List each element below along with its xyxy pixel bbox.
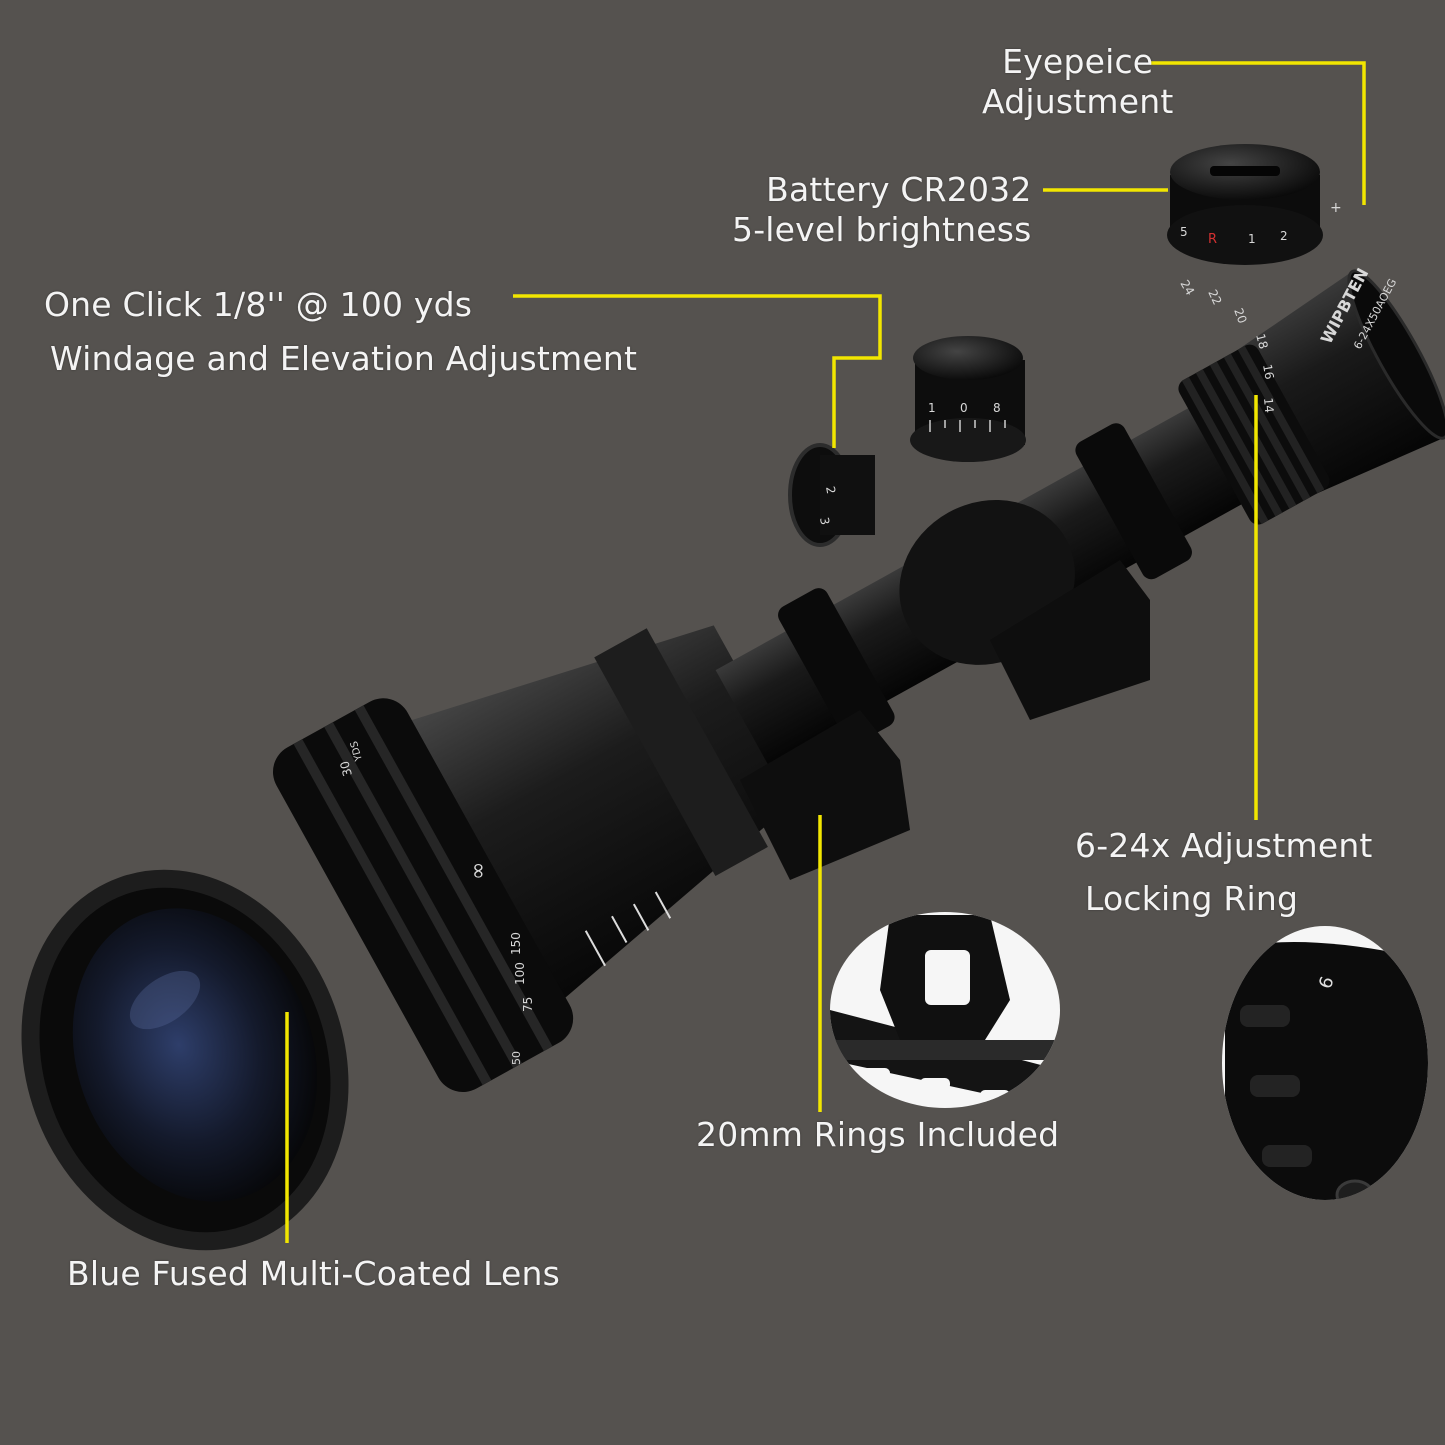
- side-turret-mark-1: 2: [823, 485, 838, 495]
- turret-mark-3: 8: [993, 401, 1001, 415]
- magnification-mark-2: 22: [1205, 287, 1224, 307]
- ring-mounts: [740, 560, 1150, 880]
- eyepiece-label-line2: Adjustment: [982, 81, 1174, 121]
- rings-label: 20mm Rings Included: [696, 1115, 1060, 1154]
- lens-label: Blue Fused Multi-Coated Lens: [67, 1254, 561, 1293]
- turret-mark-2: 0: [960, 401, 968, 415]
- objective-lens: [21, 869, 349, 1251]
- eyepiece-callout-line: [1150, 61, 1366, 205]
- magnification-mark-6: 14: [1261, 397, 1276, 413]
- windage-elevation-label: One Click 1/8'' @ 100 yds Windage and El…: [44, 278, 637, 387]
- windage-label-line1: One Click 1/8'' @ 100 yds: [44, 285, 473, 324]
- windage-label-line2: Windage and Elevation Adjustment: [50, 339, 638, 379]
- magnification-label: 6-24x Adjustment Locking Ring: [1075, 820, 1373, 926]
- magnification-mark-5: 16: [1260, 363, 1276, 380]
- illumination-mark-4: 2: [1280, 229, 1288, 243]
- callout-lines: [285, 61, 1366, 1243]
- rings-inset: [830, 912, 1060, 1108]
- focus-mark-3: 100: [513, 962, 527, 985]
- eyepiece-label: Eyepeice Adjustment: [982, 42, 1173, 121]
- illumination-mark-3: 1: [1248, 232, 1256, 246]
- side-turret-mark-2: 3: [817, 516, 832, 526]
- magnification-mark-4: 18: [1253, 332, 1270, 350]
- battery-label-line1: Battery CR2032: [766, 170, 1032, 209]
- elevation-turret: [910, 336, 1026, 462]
- focus-mark-4: 75: [521, 997, 535, 1012]
- focus-mark-5: 50: [510, 1051, 523, 1065]
- focus-mark-7: YDS: [349, 740, 365, 763]
- focus-mark-2: 150: [509, 932, 523, 955]
- magnification-mark-3: 20: [1231, 306, 1249, 325]
- illumination-knob: [1167, 144, 1323, 265]
- windage-turret: [788, 443, 875, 547]
- magnification-label-line2: Locking Ring: [1085, 878, 1299, 918]
- focus-mark-1: ∞: [466, 862, 491, 880]
- magnification-label-line1: 6-24x Adjustment: [1075, 826, 1373, 865]
- locking-ring-inset: [1222, 926, 1428, 1200]
- magnification-mark-1: 24: [1177, 278, 1197, 298]
- illumination-mark-2: R: [1208, 232, 1217, 247]
- illumination-mark-5: +: [1330, 200, 1342, 216]
- focus-mark-6: 30: [337, 759, 354, 777]
- eyepiece-label-line1: Eyepeice: [1002, 42, 1154, 81]
- battery-label-line2: 5-level brightness: [732, 209, 1032, 249]
- battery-label: Battery CR2032 5-level brightness: [732, 170, 1032, 249]
- windage-callout-line: [513, 294, 882, 448]
- turret-mark-1: 1: [928, 401, 936, 415]
- illumination-mark-1: 5: [1180, 225, 1188, 239]
